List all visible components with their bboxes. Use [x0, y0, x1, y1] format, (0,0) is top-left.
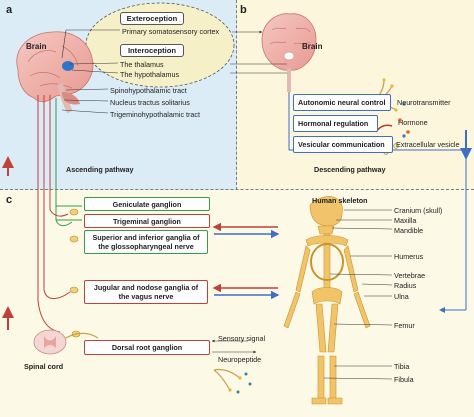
- panel-divider-horizontal: [0, 189, 474, 190]
- ascending-pathway-label: Ascending pathway: [66, 165, 134, 174]
- hormonal-regulation-box: Hormonal regulation: [293, 115, 378, 132]
- extracellular-vesicle-label: Extracellular vesicle: [396, 140, 460, 149]
- trigeminal-ganglion-box: Trigeminal ganglion: [84, 214, 210, 228]
- bone-radius: Radius: [394, 281, 417, 290]
- panel-b-label: b: [240, 4, 247, 16]
- panel-a-label: a: [6, 4, 13, 16]
- panel-c: [0, 190, 474, 417]
- hormone-label: Hormone: [398, 118, 428, 127]
- bone-tibia: Tibia: [394, 362, 410, 371]
- bone-fibula: Fibula: [394, 375, 414, 384]
- vesicular-communication-box: Vesicular communication: [293, 136, 393, 153]
- dorsal-root-ganglion-box: Dorsal root ganglion: [84, 340, 210, 355]
- spinal-cord-illustration: [33, 329, 99, 355]
- bone-femur: Femur: [394, 321, 415, 330]
- skeleton-title: Human skeleton: [312, 196, 368, 205]
- bone-humerus: Humerus: [394, 252, 424, 261]
- bone-mandible: Mandible: [394, 226, 424, 235]
- brain-label-b: Brain: [302, 42, 323, 51]
- hypothalamus-label: The hypothalamus: [120, 70, 180, 79]
- brain-coronal-illustration: [261, 13, 317, 92]
- neuropeptide-label: Neuropeptide: [218, 355, 262, 364]
- tract-spinohypothalamic: Spinohypothalamic tract: [110, 86, 187, 95]
- neurotransmitter-label: Neurotransmitter: [397, 98, 451, 107]
- panel-c-label: c: [6, 194, 13, 206]
- bone-maxilla: Maxilla: [394, 216, 417, 225]
- exteroception-box: Exteroception: [120, 12, 184, 25]
- descending-pathway-label: Descending pathway: [314, 165, 386, 174]
- tract-trigeminohypothalamic: Trigeminohypothalamic tract: [110, 110, 201, 119]
- panel-divider-vertical: [236, 0, 237, 190]
- interoception-box: Interoception: [120, 44, 184, 57]
- autonomic-control-box: Autonomic neural control: [293, 94, 391, 111]
- bone-vertebrae: Vertebrae: [394, 271, 426, 280]
- sensory-signal-label: Sensory signal: [218, 334, 266, 343]
- brain-label-a: Brain: [26, 42, 47, 51]
- human-skeleton-illustration: [283, 196, 371, 405]
- tract-nucleus-solitarius: Nucleus tractus solitarius: [110, 98, 190, 107]
- spinal-cord-label: Spinal cord: [24, 362, 64, 371]
- bone-ulna: Ulna: [394, 292, 409, 301]
- thalamus-label: The thalamus: [120, 60, 164, 69]
- brain-sagittal-illustration: [16, 31, 94, 114]
- glossopharyngeal-ganglia-box: Superior and inferior ganglia of the glo…: [84, 230, 208, 254]
- geniculate-ganglion-box: Geniculate ganglion: [84, 197, 210, 211]
- primary-cortex-label: Primary somatosensory cortex: [122, 27, 220, 36]
- nerve-ending-illustration: [213, 368, 252, 394]
- bone-cranium: Cranium (skull): [394, 206, 443, 215]
- vagus-ganglia-box: Jugular and nodose ganglia of the vagus …: [84, 280, 208, 304]
